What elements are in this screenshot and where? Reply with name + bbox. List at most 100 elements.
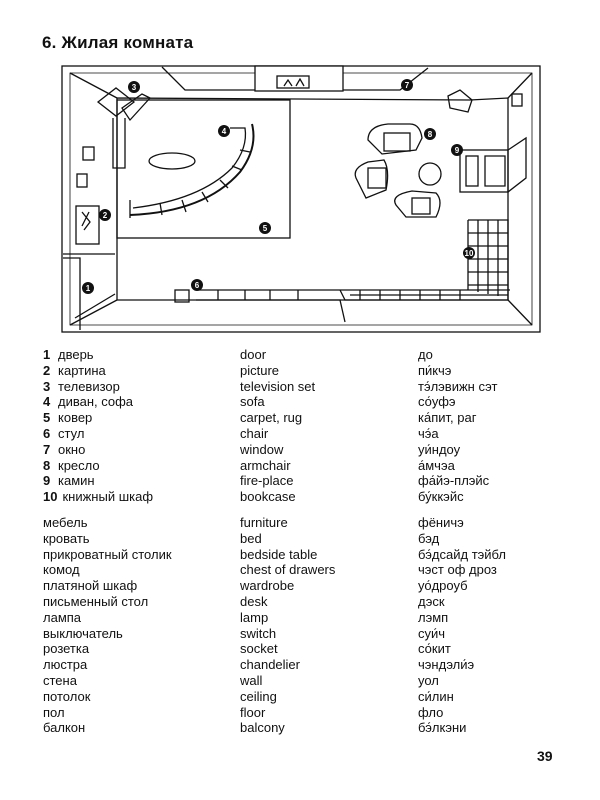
svg-text:7: 7 [405,81,410,90]
russian-term: люстра [43,657,87,673]
side-table [418,162,442,186]
figure-number-labels: 1 2 3 4 5 6 7 8 9 10 [82,79,475,294]
russian-word: прикроватный столик [43,546,172,562]
russian-word: лампа [43,609,82,625]
transcription: пи́кчэ [418,362,452,378]
picture-frame [75,205,100,245]
transcription: до [418,347,433,362]
english-term: bookcase [240,489,296,505]
item-number: 3 [43,378,51,394]
label-6: 6 [191,279,203,291]
english-term: armchair [240,457,291,473]
vocab-row: выключатель switch суи́ч [0,626,600,642]
russian-term: потолок [43,689,90,705]
russian-term: 3 телевизор [43,379,120,395]
page-title: 6. Жилая комната [42,33,194,52]
living-room-illustration: 1 2 3 4 5 6 7 8 9 10 [61,65,541,333]
transcription: уол [418,673,439,688]
label-4: 4 [218,125,230,137]
english-term: switch [240,625,277,641]
russian-word: люстра [43,657,88,673]
svg-text:8: 8 [428,130,433,139]
svg-text:3: 3 [132,83,137,92]
label-9: 9 [451,144,463,156]
label-8: 8 [424,128,436,140]
transcription: фёничэ [418,515,464,530]
russian-word: дверь [58,347,94,362]
russian-term: письменный стол [43,594,148,610]
english-term: chest of drawers [240,562,336,578]
item-number: 1 [43,347,51,362]
transcription: лэмп [418,609,449,625]
english-term: chair [240,426,269,441]
item-number: 2 [43,362,51,378]
russian-term: пол [43,705,65,721]
english-term: wall [240,673,263,688]
russian-word: кресло [58,457,100,473]
russian-word: стена [43,673,77,688]
transcription: фа́йэ-плэйс [418,473,490,489]
svg-text:10: 10 [465,249,474,258]
russian-word: платяной шкаф [43,578,138,594]
transcription: тэ́лэвижн сэт [418,378,498,394]
svg-text:5: 5 [263,224,268,233]
english-term: carpet, rug [240,410,303,426]
english-term: socket [240,641,278,657]
russian-term: кровать [43,531,90,547]
transcription: уи́ндоу [418,441,461,457]
russian-term: розетка [43,641,89,657]
transcription: бу́ккэйс [418,489,464,505]
english-term: chandelier [240,657,300,673]
item-number: 4 [43,394,51,410]
russian-word: книжный шкаф [62,489,154,505]
english-term: door [240,347,267,362]
russian-word: комод [43,562,80,578]
svg-text:1: 1 [86,284,91,293]
english-term: sofa [240,394,265,410]
vocab-row: 1 дверь door до [0,347,600,363]
transcription: суи́ч [418,625,446,641]
russian-word: пол [43,704,65,720]
english-term: bed [240,530,262,546]
russian-word: ковер [58,410,93,426]
item-number: 8 [43,457,51,473]
vocab-row: стена wall уол [0,673,600,689]
item-number: 7 [43,441,51,457]
transcription: бэд [418,530,440,546]
armchair [367,123,423,155]
russian-word: телевизор [58,378,120,394]
transcription: уо́дроуб [418,578,468,594]
russian-word: мебель [43,515,88,530]
russian-term: прикроватный столик [43,547,172,563]
transcription: со́уфэ [418,394,456,410]
picture [276,75,310,89]
label-5: 5 [259,222,271,234]
russian-term: 8 кресло [43,458,100,474]
transcription: бэ́дсайд тэйбл [418,546,507,562]
russian-term: выключатель [43,626,123,642]
television-set [96,87,136,117]
label-3: 3 [128,81,140,93]
transcription: си́лин [418,688,454,704]
transcription: бэ́лкэни [418,720,467,736]
door [63,253,116,330]
